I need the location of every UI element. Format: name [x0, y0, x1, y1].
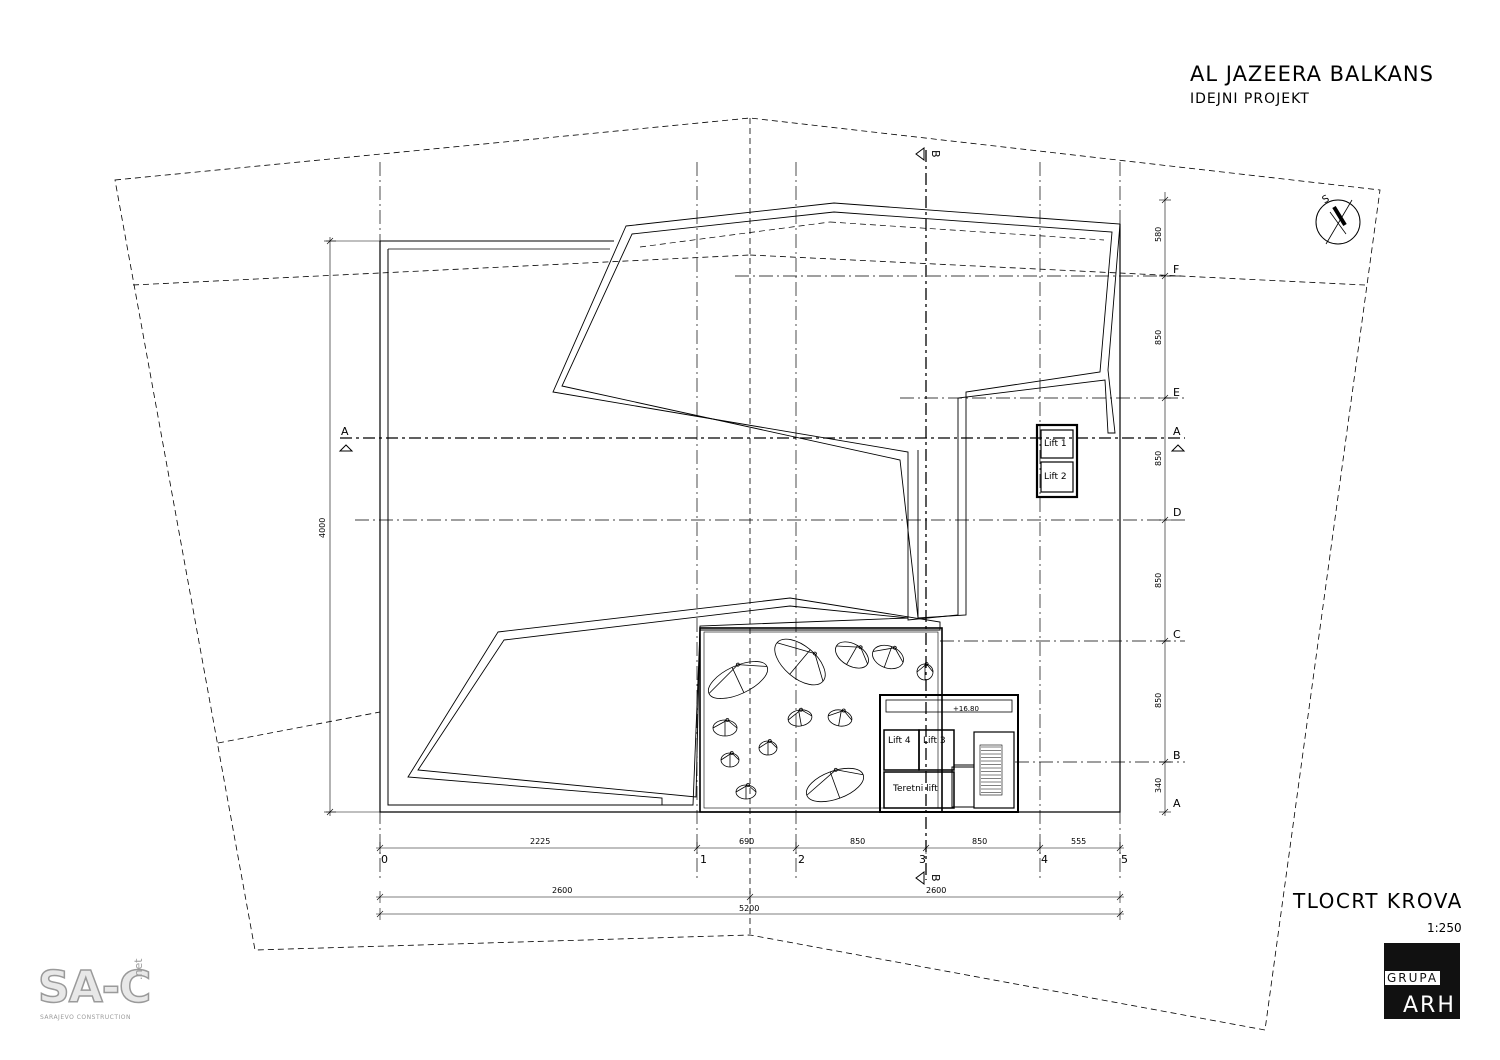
satellite-dish-icon	[916, 662, 934, 681]
lift-1-label: Lift 1	[1044, 439, 1067, 449]
satellite-dish-icon	[806, 767, 864, 803]
firm-logo-top-text: GRUPA	[1385, 971, 1441, 985]
satellite-dish-icon	[774, 638, 826, 686]
dimension-tick	[1161, 758, 1169, 766]
dimension-tick	[1161, 272, 1169, 280]
lower-roof-volume	[407, 597, 941, 806]
lift-core	[879, 694, 1019, 813]
section-b-bottom: B	[929, 874, 942, 882]
satellite-dish-icon	[735, 783, 757, 800]
dim-340: 340	[1154, 778, 1163, 793]
satellite-dish-icon	[712, 718, 738, 737]
satellite-dish-icon	[787, 707, 813, 727]
section-a-right: A	[1173, 425, 1181, 438]
watermark-sub-text: SARAJEVO CONSTRUCTION	[40, 1014, 132, 1021]
dimension-tick	[376, 910, 384, 918]
axis-0: 0	[381, 853, 388, 866]
roof-edge-dashed	[639, 221, 1105, 248]
dimension-tick	[1116, 910, 1124, 918]
dimension-tick	[1161, 637, 1169, 645]
dimension-tick	[1161, 808, 1169, 816]
satellite-dishes	[708, 638, 934, 803]
satellite-dish-icon	[827, 708, 853, 727]
satellite-dish-icon	[835, 641, 869, 669]
watermark-main-text: SA-C	[37, 961, 152, 1014]
axis-B: B	[1173, 749, 1181, 762]
satellite-dish-icon	[758, 739, 778, 756]
site-boundary	[114, 117, 1381, 1031]
section-lines	[340, 150, 1185, 880]
axis-A: A	[1173, 797, 1181, 810]
dim-850-4: 850	[1154, 693, 1163, 708]
dim-690: 690	[739, 837, 754, 846]
axis-3: 3	[919, 853, 926, 866]
axis-F: F	[1173, 263, 1179, 276]
satellite-dish-icon	[872, 644, 904, 670]
dimension-lines	[324, 192, 1171, 920]
dim-850a: 850	[850, 837, 865, 846]
section-a-left: A	[341, 425, 349, 438]
satellite-dish-icon	[708, 661, 768, 699]
dim-850-1: 850	[1154, 330, 1163, 345]
plan-title: TLOCRT KROVA	[1293, 889, 1463, 913]
axis-C: C	[1173, 628, 1181, 641]
satellite-dish-icon	[720, 751, 740, 768]
plan-scale: 1:250	[1427, 921, 1462, 935]
project-title: AL JAZEERA BALKANS	[1190, 62, 1434, 86]
dimension-tick	[922, 844, 930, 852]
antenna-terrace	[699, 627, 943, 813]
dimension-tick	[693, 844, 701, 852]
staircase	[981, 746, 1001, 793]
compass-label: S	[1321, 193, 1332, 206]
lift-shaft-north	[1035, 423, 1079, 499]
section-arrows	[338, 147, 1186, 885]
axis-4: 4	[1041, 853, 1048, 866]
dimension-tick	[1036, 844, 1044, 852]
upper-roof-volume	[552, 202, 1121, 621]
dimension-tick	[1161, 196, 1169, 204]
north-arrow-icon	[1315, 199, 1361, 245]
dimension-tick	[1161, 394, 1169, 402]
lift-3-label: Lift 3	[923, 736, 946, 746]
freight-lift-label: Teretni lift	[892, 784, 938, 794]
dimension-tick	[376, 893, 384, 901]
dim-850-3: 850	[1154, 573, 1163, 588]
lift-4-label: Lift 4	[888, 736, 911, 746]
dim-4000: 4000	[318, 518, 327, 538]
axis-1: 1	[700, 853, 707, 866]
drawing-labels: S A A B B 0 1 2 3 4 5 F E D C B A 2225 6…	[318, 150, 1332, 913]
dim-850b: 850	[972, 837, 987, 846]
firm-logo-bottom-text: ARH	[1403, 993, 1456, 1018]
dimension-tick	[792, 844, 800, 852]
dim-580: 580	[1154, 227, 1163, 242]
dimension-tick	[746, 893, 754, 901]
project-subtitle: IDEJNI PROJEKT	[1190, 91, 1310, 107]
axis-D: D	[1173, 506, 1181, 519]
section-b-top: B	[929, 150, 942, 158]
lift-2-label: Lift 2	[1044, 472, 1067, 482]
dim-5200: 5200	[739, 904, 759, 913]
dim-2600a: 2600	[552, 886, 572, 895]
dim-850-2: 850	[1154, 451, 1163, 466]
dimension-tick	[1116, 844, 1124, 852]
dimension-tick	[1161, 516, 1169, 524]
dim-555: 555	[1071, 837, 1086, 846]
axis-2: 2	[798, 853, 805, 866]
structural-grid	[355, 162, 1185, 880]
axis-5: 5	[1121, 853, 1128, 866]
watermark-side-text: .net	[132, 958, 145, 980]
dim-2225: 2225	[530, 837, 550, 846]
dimension-tick	[1116, 893, 1124, 901]
axis-E: E	[1173, 386, 1180, 399]
level-label: +16.80	[953, 705, 979, 713]
watermark-logo: SA-C .net SARAJEVO CONSTRUCTION	[37, 958, 158, 1026]
dim-2600b: 2600	[926, 886, 946, 895]
dimension-tick	[376, 844, 384, 852]
